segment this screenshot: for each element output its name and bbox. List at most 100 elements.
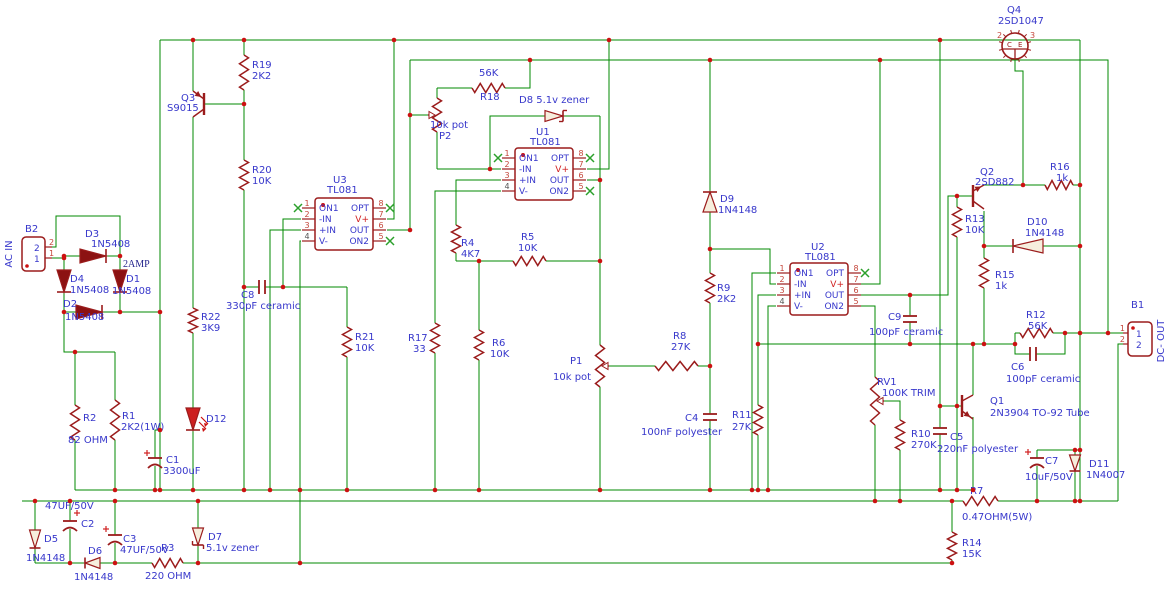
label: 10uF/50V (1025, 472, 1073, 483)
junction-dot (1077, 182, 1083, 188)
pin-number: 2 (997, 31, 1002, 40)
label: TL081 (326, 185, 358, 196)
junction-dot (970, 487, 976, 493)
label: 15K (962, 549, 982, 560)
label: P2 (439, 131, 451, 142)
label: 2SD882 (975, 177, 1015, 188)
label: R17 (408, 333, 428, 344)
pin-number: 3 (779, 286, 784, 295)
label: 10K (252, 176, 272, 187)
junction-dot (897, 498, 903, 504)
junction-dot (1072, 498, 1078, 504)
label: 270K (911, 440, 937, 451)
wire (757, 294, 776, 405)
label: 47UF/50V (45, 501, 94, 512)
label: 10K (355, 343, 375, 354)
junction-dot (487, 166, 493, 172)
junction-dot (241, 487, 247, 493)
label: 220 OHM (145, 571, 191, 582)
emitter-mark: E (1018, 41, 1022, 49)
junction-dot (765, 487, 771, 493)
label: 1N5408 (91, 239, 130, 250)
label: 3300uF (163, 466, 201, 477)
label: 330pF ceramic (226, 301, 300, 312)
label: Q4 (1007, 5, 1021, 16)
pin-number: 2 (49, 238, 54, 247)
pin-label: ON2 (349, 237, 369, 247)
pin-label: OPT (826, 269, 845, 279)
label: 100K TRIM (882, 388, 935, 399)
pin-number: 5 (578, 182, 583, 191)
junction-dot (1034, 498, 1040, 504)
junction-dot (476, 258, 482, 264)
label: 10k pot (430, 120, 468, 131)
pin-number: 2 (779, 275, 784, 284)
label: 1N4148 (74, 572, 113, 583)
label: 10K (518, 243, 538, 254)
label: R18 (480, 92, 500, 103)
junction-dot (476, 487, 482, 493)
pin-number: 5 (378, 232, 383, 241)
pin-label: ON2 (549, 187, 569, 197)
junction-dot (152, 487, 158, 493)
label: 5.1v zener (206, 543, 260, 554)
pin-number: 3 (504, 171, 509, 180)
pin-number: 4 (504, 182, 509, 191)
pin-label: -IN (319, 215, 332, 225)
pin-number: 6 (378, 221, 383, 230)
pin-number: 2 (504, 160, 509, 169)
wire (767, 305, 776, 490)
label: D3 (85, 229, 99, 240)
junction-dot (407, 227, 413, 233)
label: R22 (201, 312, 221, 323)
pin-label: ON1 (794, 269, 814, 279)
label: C7 (1045, 456, 1058, 467)
label: R8 (673, 331, 686, 342)
junction-dot (190, 37, 196, 43)
connector-ref: B1 (1131, 300, 1144, 311)
wire (455, 179, 501, 225)
pin-label: +IN (319, 226, 336, 236)
junction-dot (1020, 182, 1026, 188)
junction-dot (749, 487, 755, 493)
wire (387, 40, 395, 220)
wire (883, 400, 901, 420)
label: S9015 (167, 103, 199, 114)
junction-dot (1077, 498, 1083, 504)
wire (1036, 333, 1066, 355)
junction-dot (707, 57, 713, 63)
wire (45, 215, 121, 256)
pin-label: V- (319, 237, 328, 247)
label: 1N4148 (26, 553, 65, 564)
junction-dot (597, 177, 603, 183)
pin-label: V+ (555, 165, 569, 175)
junction-dot (280, 284, 286, 290)
label: R20 (252, 165, 272, 176)
label: 2SD1047 (998, 16, 1044, 27)
wire (299, 240, 301, 563)
pin-number: 2 (304, 210, 309, 219)
junction-dot (32, 498, 38, 504)
junction-dot (527, 57, 533, 63)
label: R4 (461, 238, 474, 249)
pin-number: 4 (779, 297, 784, 306)
label: R21 (355, 332, 375, 343)
pin-number: 8 (578, 149, 583, 158)
